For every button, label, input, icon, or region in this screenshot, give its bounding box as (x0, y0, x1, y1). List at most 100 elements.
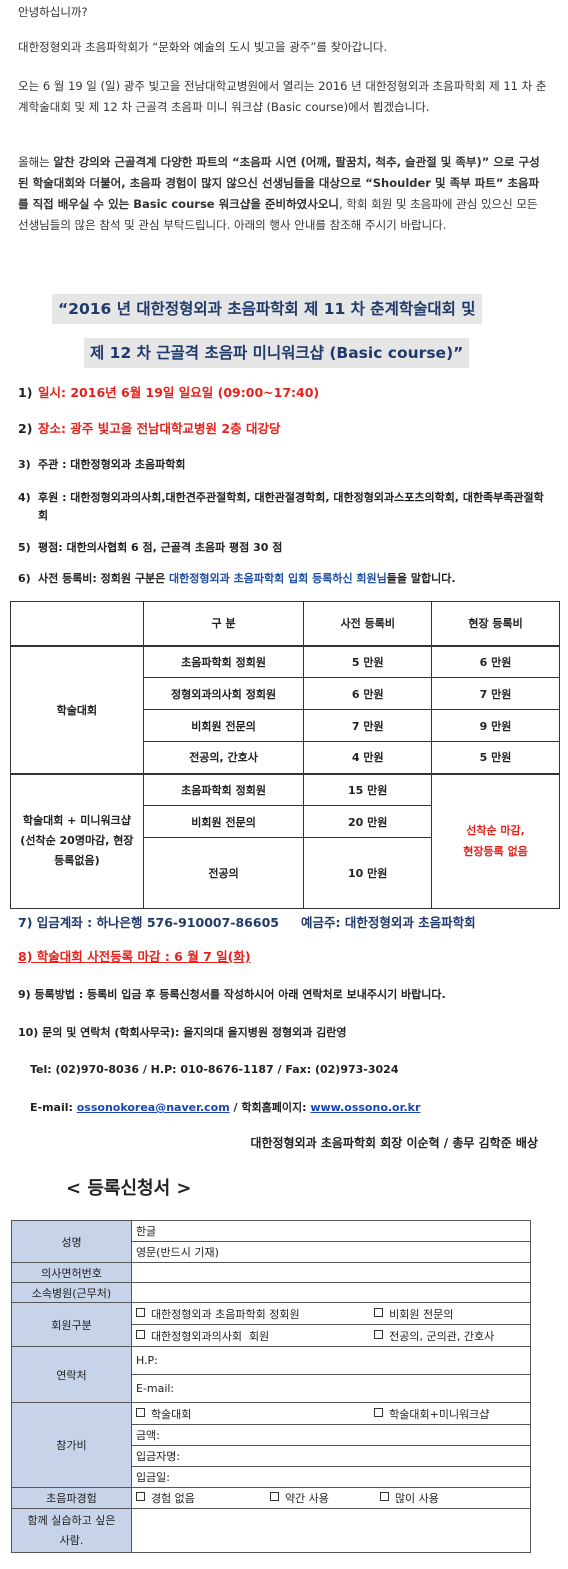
checkbox-icon[interactable] (379, 1492, 389, 1501)
phone-field[interactable]: H.P: (130, 1346, 532, 1375)
contact-phone: Tel: (02)970-8036 / H.P: 010-8676-1187 /… (30, 1061, 560, 1079)
item-organizer: 3)주관 : 대한정형외과 초음파학회 (18, 456, 548, 474)
item-number: 1) (18, 385, 33, 400)
license-field[interactable] (130, 1262, 532, 1283)
checkbox-icon[interactable] (135, 1329, 145, 1339)
table-row: 학술대회 + 미니워크샵(선착순 20명마감, 현장등록없음) 초음파학회 정회… (10, 772, 560, 909)
checkbox-icon[interactable] (135, 1492, 145, 1501)
item-number: 5) (18, 541, 31, 554)
partner-field[interactable] (130, 1508, 532, 1553)
table-row: 학술대회 초음파학회 정회원 5 만원 6 만원 (10, 644, 560, 774)
intro-p1-text: 대한정형외과 초음파학회가 “문화와 예술의 도시 빛고을 광주”를 찾아갑니다… (18, 40, 388, 54)
name-korean-field[interactable]: 한글 (130, 1220, 532, 1242)
bank-account-text: 7) 입금계좌 : 하나은행 576-910007-86605 (18, 915, 279, 930)
table-row: 전공의 10 만원 (11, 837, 560, 909)
item-date: 1)일시: 2016년 6월 19일 일요일 (09:00~17:40) (18, 384, 548, 402)
email-field[interactable]: E-mail: (130, 1374, 532, 1403)
experience-option-none[interactable]: 경험 없음 (135, 1490, 270, 1506)
fee-option-label: 학술대회 (150, 1407, 192, 1421)
fee-header-empty (10, 601, 144, 646)
fee-onsite-closed-note: 선착순 마감, 현장등록 없음 (431, 772, 560, 909)
intro-p2-text: 오는 6 월 19 일 (일) 광주 빛고을 전남대학교병원에서 열리는 201… (18, 79, 547, 114)
item-sponsor-text: 후원 : 대한정형외과의사회,대한견주관절학회, 대한관절경학회, 대한정형외과… (38, 491, 544, 522)
intro-p3-b: , 학회 회원 및 초음파에 관심 있으신 모든 선생님들의 많은 참석 및 관… (18, 197, 538, 232)
experience-option-label: 약간 사용 (284, 1492, 329, 1505)
item-credits: 5)평점: 대한의사협회 6 점, 근골격 초음파 평점 30 점 (18, 539, 548, 557)
fee-cell-advance: 15 만원 (303, 772, 433, 806)
form-row-member-2: 대한정형외과의사회 회원 전공의, 군의관, 간호사 (12, 1324, 532, 1347)
experience-option-some[interactable]: 약간 사용 (269, 1490, 380, 1506)
member-option-label: 대한정형외과의사회 회원 (150, 1329, 270, 1343)
form-row-license: 의사면허번호 (11, 1262, 532, 1283)
item-fee-note: 6)사전 등록비: 정회원 구분은 대한정형외과 초음파학회 입회 등록하신 회… (18, 570, 548, 588)
registration-method-text: 9) 등록방법 : 등록비 입금 후 등록신청서를 작성하시어 아래 연락처로 … (18, 988, 446, 1001)
member-type-label: 회원구분 (11, 1302, 132, 1347)
table-row: 전공의, 간호사 4 만원 5 만원 (11, 741, 560, 774)
name-english-field[interactable]: 영문(반드시 기재) (130, 1241, 532, 1263)
experience-option-much[interactable]: 많이 사용 (379, 1490, 439, 1506)
fee-cell-advance: 10 만원 (303, 837, 433, 909)
account-holder-text: 예금주: 대한정형외과 초음파학회 (300, 915, 476, 930)
experience-label: 초음파경험 (11, 1487, 132, 1509)
contact-label: 연락처 (11, 1346, 132, 1403)
homepage-label: / 학회홈페이지: (229, 1101, 311, 1114)
item-number: 2) (18, 421, 33, 436)
fee-note-b: 들을 말합니다. (386, 572, 456, 585)
fee-cell-advance: 4 만원 (303, 741, 433, 774)
checkbox-icon[interactable] (374, 1307, 384, 1317)
member-option-society[interactable]: 대한정형외과 초음파학회 정회원 (130, 1302, 371, 1325)
email-label: E-mail: (30, 1101, 77, 1114)
intro-p3-bold: 알찬 강의와 근골격계 다양한 파트의 “초음파 시연 (어깨, 팔꿈치, 척추… (18, 155, 540, 211)
fee-cell-onsite: 5 만원 (431, 741, 560, 774)
item-deadline: 8) 학술대회 사전등록 마감 : 6 월 7 일(화) (18, 948, 548, 966)
form-row-contact-hp: 연락처 H.P: (11, 1346, 532, 1403)
fee-cell-onsite: 7 만원 (431, 677, 560, 710)
fee-option-conference[interactable]: 학술대회 (130, 1402, 371, 1425)
member-option-label: 전공의, 군의관, 간호사 (389, 1329, 495, 1343)
fee-cell-onsite: 9 만원 (431, 709, 560, 742)
member-option-label: 대한정형외과 초음파학회 정회원 (150, 1307, 300, 1321)
checkbox-icon[interactable] (374, 1407, 384, 1417)
form-row-experience: 초음파경험 경험 없음 약간 사용 많이 사용 (11, 1487, 532, 1509)
fee-group-conference: 학술대회 (10, 644, 144, 774)
payment-date-field[interactable]: 입금일: (130, 1466, 532, 1488)
name-label: 성명 (11, 1220, 132, 1263)
item-number: 6) (18, 572, 31, 585)
checkbox-icon[interactable] (135, 1407, 145, 1417)
amount-field[interactable]: 금액: (130, 1424, 532, 1446)
registration-form: 성명 한글 영문(반드시 기재) 의사면허번호 소속병원(근무처) 회원구분 대… (11, 1220, 532, 1553)
contact-email: E-mail: ossonokorea@naver.com / 학회홈페이지: … (30, 1099, 560, 1117)
fee-option-workshop[interactable]: 학술대회+미니워크샵 (370, 1402, 532, 1425)
form-row-contact-email: E-mail: (12, 1374, 532, 1403)
item-venue-text: 장소: 광주 빛고을 전남대학교병원 2층 대강당 (38, 421, 281, 436)
intro-paragraph-1: 대한정형외과 초음파학회가 “문화와 예술의 도시 빛고을 광주”를 찾아갑니다… (18, 37, 548, 58)
signature: 대한정형외과 초음파학회 회장 이순혁 / 총무 김학준 배상 (18, 1134, 538, 1152)
hospital-field[interactable] (130, 1282, 532, 1303)
fee-note-member: 대한정형외과 초음파학회 입회 등록하신 회원님 (169, 572, 387, 585)
checkbox-icon[interactable] (269, 1492, 279, 1501)
member-option-label: 비회원 전문의 (389, 1307, 454, 1321)
payer-name-field[interactable]: 입금자명: (130, 1445, 532, 1467)
member-option-resident[interactable]: 전공의, 군의관, 간호사 (370, 1324, 532, 1347)
email-link[interactable]: ossonokorea@naver.com (76, 1101, 230, 1114)
form-row-partner: 함께 실습하고 싶은 사람. (11, 1508, 532, 1553)
item-number: 3) (18, 458, 31, 471)
form-row-member-1: 회원구분 대한정형외과 초음파학회 정회원 비회원 전문의 (11, 1302, 532, 1347)
member-option-association[interactable]: 대한정형외과의사회 회원 (130, 1324, 371, 1347)
fee-table: 구 분 사전 등록비 현장 등록비 학술대회 초음파학회 정회원 5 만원 6 … (10, 601, 560, 909)
event-title-line-1: “2016 년 대한정형외과 초음파학회 제 11 차 춘계학술대회 및 (52, 294, 482, 324)
item-sponsor: 4)후원 : 대한정형외과의사회,대한견주관절학회, 대한관절경학회, 대한정형… (18, 489, 548, 525)
fee-cell-advance: 6 만원 (303, 677, 433, 710)
fee-cell-category: 초음파학회 정회원 (142, 772, 305, 806)
member-option-nonmember[interactable]: 비회원 전문의 (370, 1302, 532, 1325)
form-row-name-en: 영문(반드시 기재) (12, 1241, 532, 1263)
checkbox-icon[interactable] (374, 1329, 384, 1339)
table-row: 정형외과의사회 정회원 6 만원 7 만원 (11, 677, 560, 710)
hospital-label: 소속병원(근무처) (11, 1282, 132, 1303)
item-venue: 2) 장소: 광주 빛고을 전남대학교병원 2층 대강당 (18, 420, 548, 438)
checkbox-icon[interactable] (135, 1307, 145, 1317)
signature-text: 대한정형외과 초음파학회 회장 이순혁 / 총무 김학준 배상 (250, 1136, 538, 1150)
intro-paragraph-3: 올해는 알찬 강의와 근골격계 다양한 파트의 “초음파 시연 (어깨, 팔꿈치… (18, 152, 548, 236)
homepage-link[interactable]: www.ossono.or.kr (310, 1101, 421, 1114)
